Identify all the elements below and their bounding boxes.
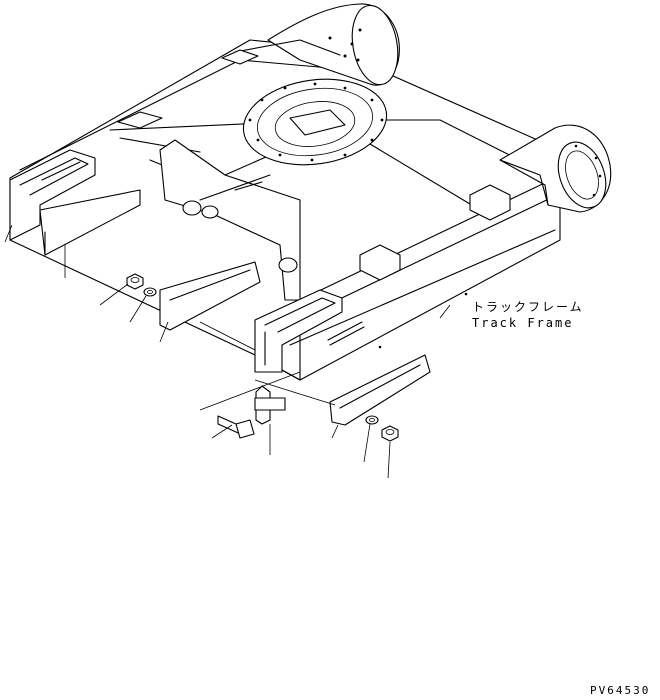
nut-lower (381, 425, 399, 442)
deck-pads (117, 49, 511, 281)
hardware (126, 273, 399, 442)
left-rail-guard (9, 149, 141, 256)
part-name-jp: トラックフレーム (472, 300, 584, 314)
washer-lower (365, 415, 379, 425)
drawing-code: PV64530 (590, 684, 651, 697)
nut-upper (126, 273, 144, 290)
swing-circle-mount (242, 78, 388, 166)
callout-leaders (4, 224, 451, 479)
washer-upper (143, 287, 157, 297)
center-link-bracket (159, 139, 301, 301)
part-name-en: Track Frame (472, 316, 574, 330)
bolt-left (217, 415, 255, 439)
bolt-right (254, 385, 286, 425)
front-idler-housing (499, 124, 612, 213)
rear-drive-housing (234, 3, 400, 86)
rail-guard-assembly (159, 261, 468, 426)
